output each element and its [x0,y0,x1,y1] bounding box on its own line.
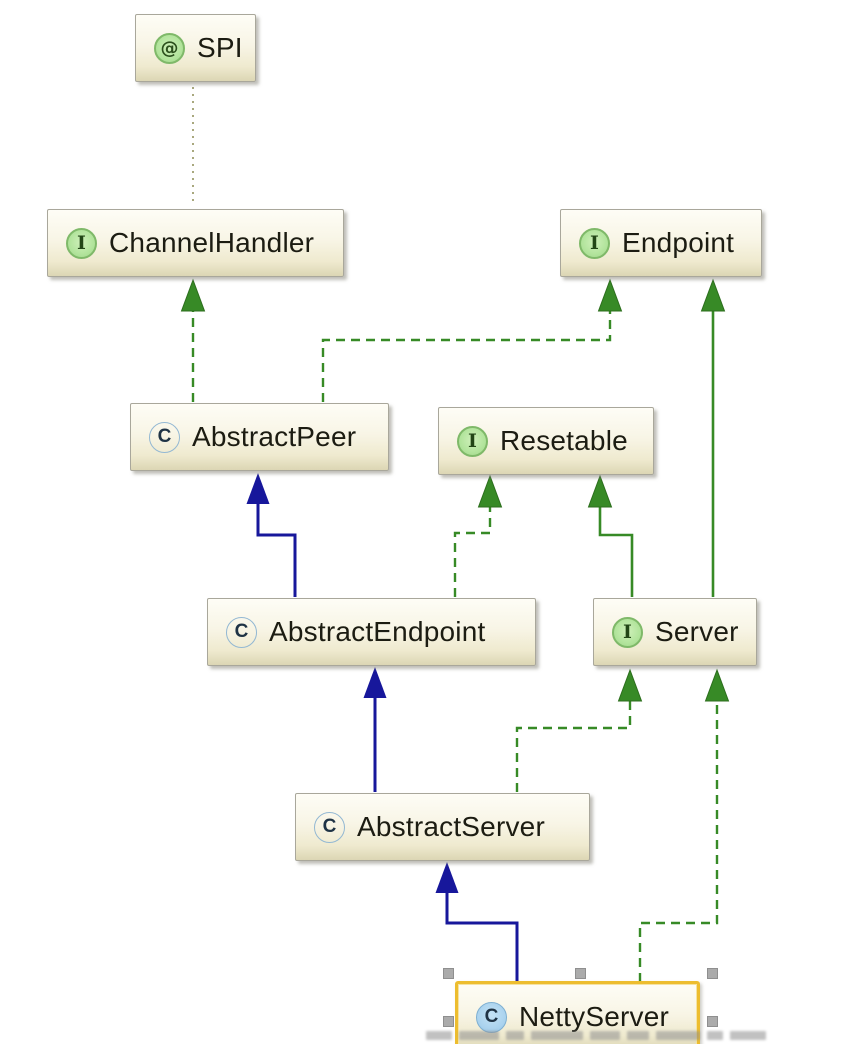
node-label: Server [655,616,739,647]
arrowhead-abstractendpoint-abstractpeer [246,473,270,504]
node-abstractpeer[interactable]: C AbstractPeer [130,403,389,471]
icon-glyph: C [157,426,172,447]
arrowhead-abstractpeer-endpoint [597,278,623,312]
edge-abstractendpoint-abstractpeer [256,504,297,597]
icon-glyph: C [322,816,337,837]
selection-handle[interactable] [443,1016,454,1027]
node-label: AbstractServer [357,811,545,842]
abstract-class-icon: C [314,811,345,843]
interface-icon: I [457,425,488,457]
icon-glyph: @ [160,37,179,59]
arrowhead-nettyserver-abstractserver [435,862,459,893]
edge-nettyserver-server [638,701,719,982]
arrowhead-abstractserver-abstractendpoint [363,667,387,698]
arrowhead-abstractpeer-channelhandler [180,278,206,312]
interface-icon: I [612,616,643,648]
arrowhead-server-resetable [587,474,613,508]
node-label: AbstractPeer [192,421,357,452]
arrowhead-nettyserver-server [704,668,730,702]
node-label: ChannelHandler [109,227,315,258]
watermark [426,1026,846,1044]
edge-nettyserver-abstractserver [445,893,519,982]
icon-glyph: I [590,232,599,254]
node-label: SPI [197,32,243,63]
node-spi[interactable]: @ SPI [135,14,256,82]
edge-server-resetable [598,507,634,597]
node-label: AbstractEndpoint [269,616,486,647]
annotation-icon: @ [154,32,185,64]
node-endpoint[interactable]: I Endpoint [560,209,762,277]
selection-handle[interactable] [707,1016,718,1027]
edge-abstractendpoint-resetable [453,507,492,597]
node-resetable[interactable]: I Resetable [438,407,654,475]
arrowhead-abstractendpoint-resetable [477,474,503,508]
selection-handle[interactable] [443,968,454,979]
interface-icon: I [579,227,610,259]
selection-handle[interactable] [575,968,586,979]
node-label: NettyServer [519,1001,670,1032]
edge-abstractpeer-endpoint [321,311,612,402]
node-label: Resetable [500,425,628,456]
icon-glyph: C [234,621,249,642]
node-server[interactable]: I Server [593,598,757,666]
icon-glyph: C [484,1006,499,1027]
node-abstractendpoint[interactable]: C AbstractEndpoint [207,598,536,666]
node-label: Endpoint [622,227,735,258]
abstract-class-icon: C [149,421,180,453]
icon-glyph: I [77,232,86,254]
node-channelhandler[interactable]: I ChannelHandler [47,209,344,277]
arrowhead-server-endpoint [700,278,726,312]
interface-icon: I [66,227,97,259]
icon-glyph: I [623,621,632,643]
node-abstractserver[interactable]: C AbstractServer [295,793,590,861]
icon-glyph: I [468,430,477,452]
abstract-class-icon: C [226,616,257,648]
selection-handle[interactable] [707,968,718,979]
edge-abstractserver-server [515,701,632,792]
arrowhead-abstractserver-server [617,668,643,702]
